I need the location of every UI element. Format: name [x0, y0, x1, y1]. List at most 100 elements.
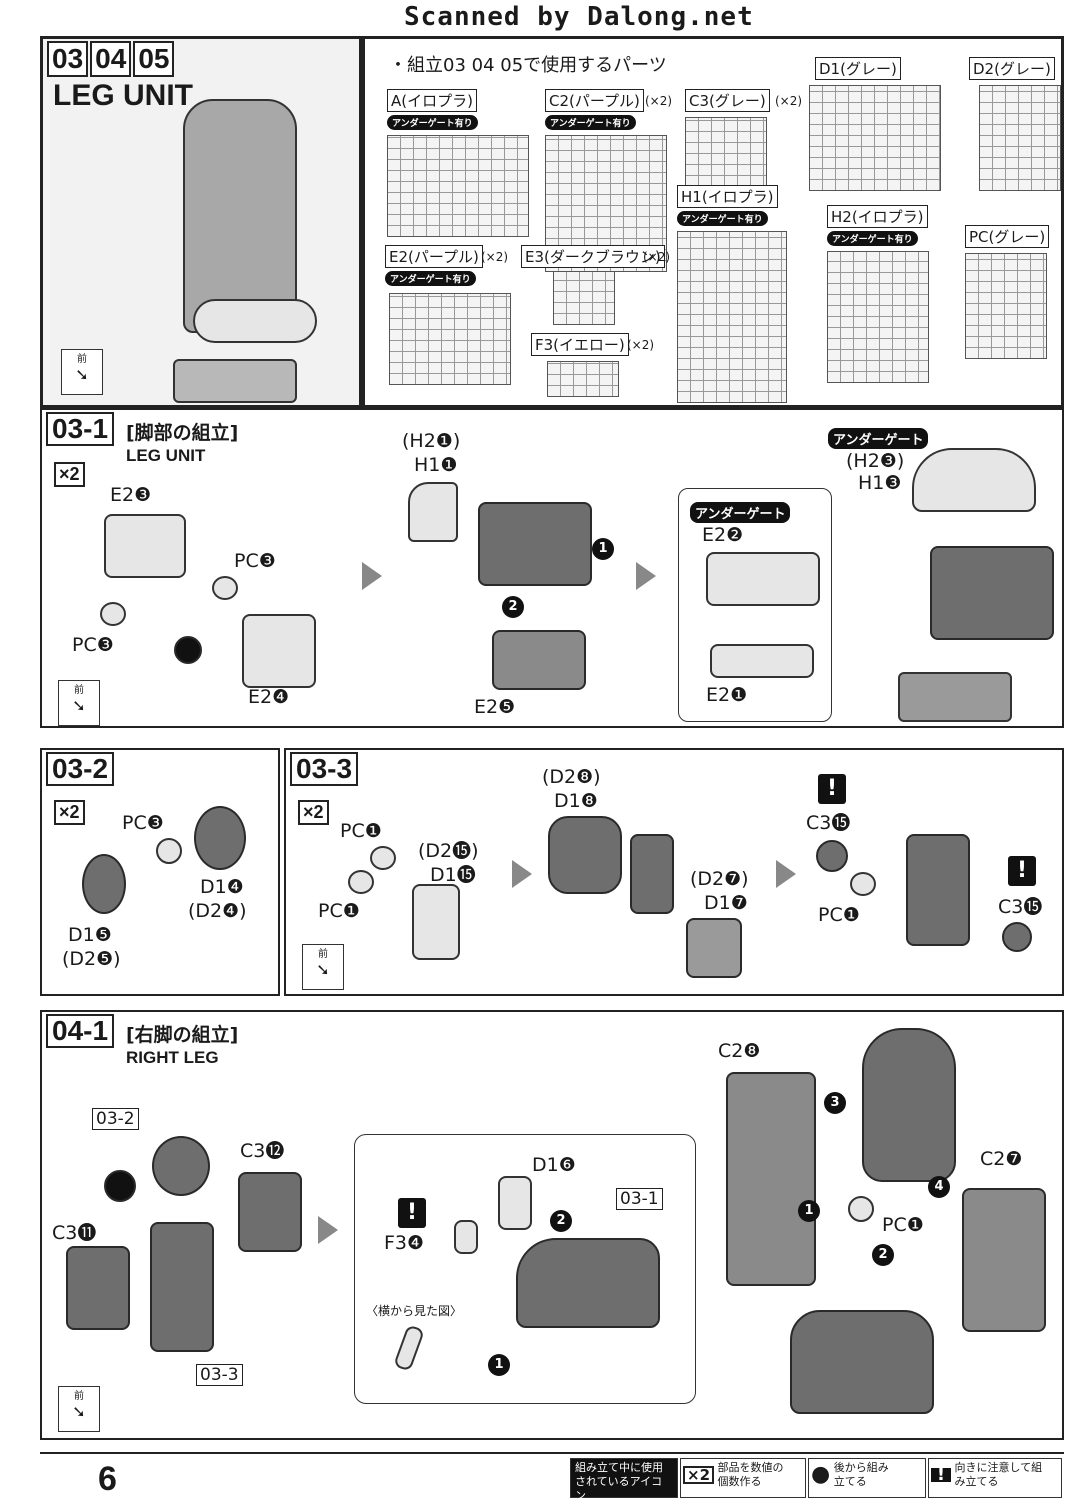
- badge-h2: アンダーゲート有り: [827, 231, 918, 246]
- part-c2-8: [726, 1072, 816, 1286]
- runner-d1: [809, 85, 941, 191]
- next-step-arrow: [512, 860, 532, 888]
- runner-h2: [827, 251, 929, 383]
- runner-label-h2: H2(イロプラ): [827, 205, 928, 228]
- runner-label-pc: PC(グレー): [965, 225, 1050, 248]
- leg-joint-assembled: [930, 546, 1054, 640]
- runner-pc: [965, 253, 1047, 359]
- multiplier-icon: ×2: [298, 800, 329, 825]
- step-number-4: 4: [928, 1176, 950, 1198]
- runner-label-h1: H1(イロプラ): [677, 185, 778, 208]
- leg-joint: [478, 502, 592, 586]
- runner-c3: [685, 117, 767, 187]
- scan-credit: Scanned by Dalong.net: [404, 2, 754, 32]
- runner-e3: [553, 271, 615, 325]
- part-h1-3: [912, 448, 1036, 512]
- orientation-warning-icon: !: [931, 1466, 951, 1484]
- runner-label-c3: C3(グレー): [685, 89, 770, 112]
- part-e2-4: [242, 614, 316, 688]
- poly-cap: [848, 1196, 874, 1222]
- part-e2-1: [710, 644, 814, 678]
- part-e2-3: [104, 514, 186, 578]
- runner-label-c2: C2(パープル): [545, 89, 644, 112]
- runner-h1: [677, 231, 787, 403]
- foot-with-joint: [790, 1310, 934, 1414]
- part-c3-15: [1002, 922, 1032, 952]
- foot-assembly: [516, 1238, 660, 1328]
- poly-cap: [100, 602, 126, 626]
- part-e2-5: [492, 630, 586, 690]
- multiplier-icon: ×2: [54, 800, 85, 825]
- next-step-arrow: [318, 1216, 338, 1244]
- arrow-icon: ➘: [75, 365, 89, 384]
- part-f3-4: [454, 1220, 478, 1254]
- runner-label-e2: E2(パープル): [385, 245, 483, 268]
- legend-orientation: ! 向きに注意して組み立てる: [928, 1458, 1062, 1498]
- multiplier-icon: ×2: [54, 462, 85, 487]
- knee-assembly: [906, 834, 970, 946]
- front-direction-icon: 前 ➘: [302, 944, 344, 990]
- step-03-1-panel: 03-1 [脚部の組立] LEG UNIT ×2 E2❸ PC❸ PC❸ E2❹…: [40, 408, 1064, 728]
- badge-e2: アンダーゲート有り: [385, 271, 476, 286]
- badge-h1: アンダーゲート有り: [677, 211, 768, 226]
- ref-03-3: 03-3: [196, 1364, 243, 1386]
- ref-03-2: 03-2: [92, 1108, 139, 1130]
- thigh-frame: [150, 1222, 214, 1352]
- part-d1-15: [412, 884, 460, 960]
- step-number-1: 1: [488, 1354, 510, 1376]
- step-tag: 03-2: [46, 752, 115, 786]
- step-tag: 03-1: [46, 412, 115, 446]
- poly-cap: [348, 870, 374, 894]
- knee-armor: [193, 299, 317, 343]
- build-later-icon: ●: [811, 1462, 831, 1487]
- front-direction-icon: 前 ➘: [58, 680, 100, 726]
- legend-build-later: ● 後から組み立てる: [808, 1458, 926, 1498]
- runner-e2: [389, 293, 511, 385]
- runner-label-d1: D1(グレー): [815, 57, 901, 80]
- front-direction-icon: 前 ➘: [58, 1386, 100, 1432]
- part-c3-11: [66, 1246, 130, 1330]
- knee-joint: [630, 834, 674, 914]
- step-title-jp: [右脚の組立]: [126, 1024, 239, 1046]
- orientation-warning-icon: !: [1008, 856, 1036, 886]
- leg-unit-illustration: [183, 99, 297, 333]
- part-c3-12: [238, 1172, 302, 1252]
- build-later-icon: [104, 1170, 136, 1202]
- part-d1-8: [548, 816, 622, 894]
- legend-multiplier: ×2 部品を数値の個数作る: [680, 1458, 806, 1498]
- step-number-2: 2: [502, 596, 524, 618]
- runner-d2: [979, 85, 1061, 191]
- thigh-armor: [862, 1028, 956, 1182]
- multiplier-icon: ×2: [683, 1466, 715, 1484]
- poly-cap: [850, 872, 876, 896]
- part-h1-1: [408, 482, 458, 542]
- part-e2-2: [706, 552, 820, 606]
- step-03-3-panel: 03-3 ×2 PC❶ (D2⓯) D1⓯ PC❶ 前 ➘ (D2❽) D1❽ …: [284, 748, 1064, 996]
- step-number-1: 1: [592, 538, 614, 560]
- part-d1-5: [82, 854, 126, 914]
- step-04-1-panel: 04-1 [右脚の組立] RIGHT LEG 03-2 C3⓬ C3⓫ 03-3…: [40, 1010, 1064, 1440]
- foot-part: [173, 359, 297, 403]
- runner-f3: [547, 361, 619, 397]
- poly-cap: [370, 846, 396, 870]
- part-d1-7: [686, 918, 742, 978]
- orientation-warning-icon: !: [398, 1198, 426, 1228]
- poly-cap: [212, 576, 238, 600]
- hip-joint: [152, 1136, 210, 1196]
- step-number-3: 3: [824, 1092, 846, 1114]
- parts-heading: ・組立03 04 05で使用するパーツ: [389, 55, 667, 76]
- step-tag: 03-3: [290, 752, 359, 786]
- step-title-jp: [脚部の組立]: [126, 422, 239, 444]
- orientation-warning-icon: !: [818, 774, 846, 804]
- footer-rule: [40, 1452, 1064, 1454]
- arrow-icon: ➘: [72, 696, 86, 715]
- parts-panel: ・組立03 04 05で使用するパーツ A(イロプラ) アンダーゲート有り C2…: [362, 36, 1064, 408]
- step-03-2-panel: 03-2 ×2 PC❸ D1❹ (D2❹) D1❺ (D2❺): [40, 748, 280, 996]
- icon-legend-title: 組み立て中に使用されているアイコン: [570, 1458, 678, 1502]
- foot-base: [898, 672, 1012, 722]
- front-direction-icon: 前 ➘: [61, 349, 103, 395]
- step-title-en: LEG UNIT: [126, 446, 206, 465]
- page-number: 6: [98, 1460, 117, 1498]
